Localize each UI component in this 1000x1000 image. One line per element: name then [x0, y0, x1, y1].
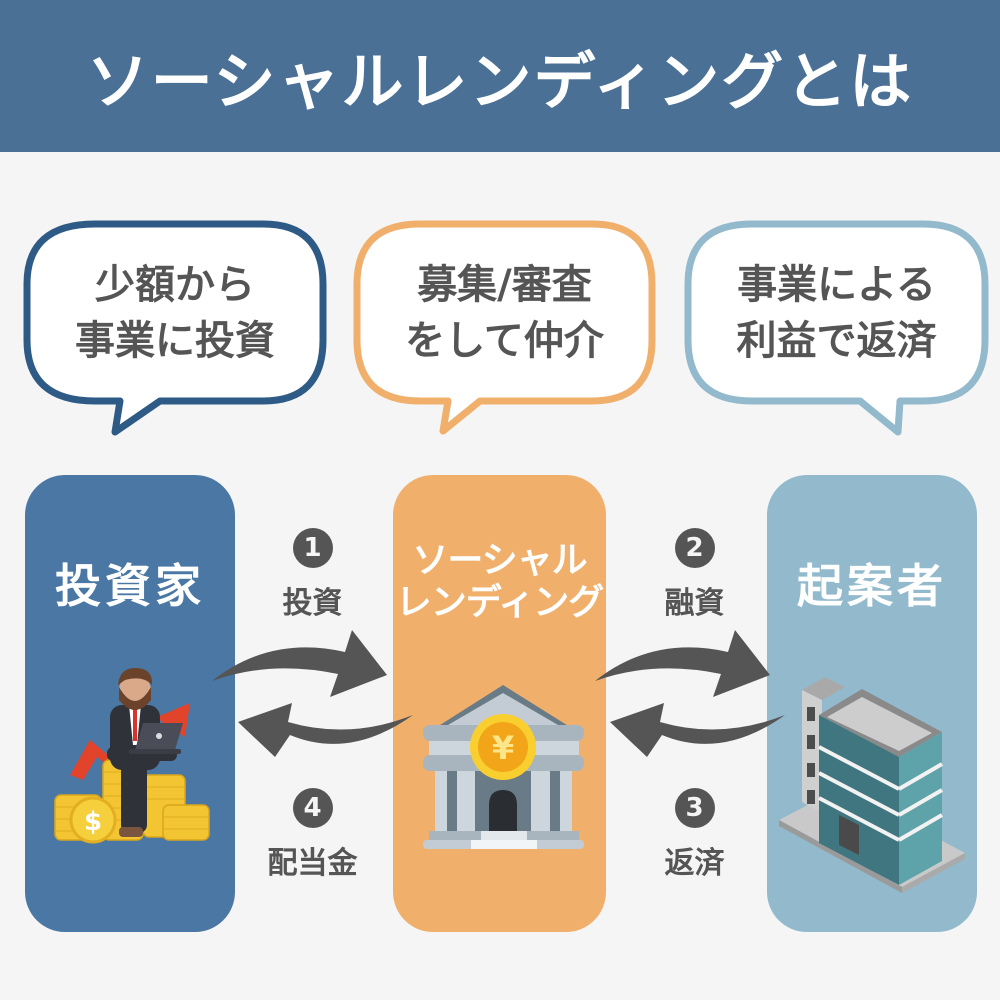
step-label: 融資 — [664, 586, 725, 621]
arrow-left-icon — [238, 703, 413, 757]
step-4-dividend: 4 配当金 — [250, 788, 375, 882]
bubble-line: 募集/審査 — [417, 262, 592, 308]
platform-title: ソーシャル レンディング — [393, 540, 606, 624]
bubble-line: 少額から — [95, 262, 255, 308]
platform-title-line: ソーシャル — [412, 540, 587, 581]
bubble-right-shape — [684, 220, 989, 436]
step-label: 配当金 — [267, 846, 358, 881]
speech-bubbles — [23, 220, 989, 436]
building-illustration-icon — [779, 677, 965, 893]
bank-illustration-icon: ¥ — [423, 685, 584, 849]
investor-card: 投資家 $ — [25, 475, 235, 932]
step-1-invest: 1 投資 — [250, 528, 375, 622]
page-title: ソーシャルレンディングとは — [86, 45, 914, 118]
bubble-line: 事業による — [737, 262, 936, 308]
step-number-badge: 2 — [674, 528, 715, 568]
step-3-repayment: 3 返済 — [632, 788, 757, 882]
bubble-center-text: 募集/審査 をして仲介 — [357, 228, 652, 398]
step-number-badge: 4 — [292, 788, 333, 828]
svg-text:¥: ¥ — [492, 729, 514, 767]
borrower-title: 起案者 — [797, 559, 947, 613]
header-banner: ソーシャルレンディングとは — [0, 0, 1000, 152]
investor-title: 投資家 — [55, 559, 205, 613]
bubble-line: をして仲介 — [405, 318, 604, 364]
arrow-right-icon — [595, 630, 770, 697]
step-number-badge: 3 — [674, 788, 715, 828]
arrow-left-icon — [610, 703, 785, 757]
platform-card: ソーシャル レンディング ¥ — [393, 475, 606, 932]
svg-text:$: $ — [84, 807, 102, 837]
bubble-left-shape — [23, 220, 327, 436]
investor-illustration-icon: $ — [54, 667, 210, 844]
arrow-right-icon — [212, 630, 387, 697]
borrower-card: 起案者 — [767, 475, 977, 932]
step-number-badge: 1 — [292, 528, 333, 568]
bubble-left-text: 少額から 事業に投資 — [27, 228, 323, 398]
bubble-right-text: 事業による 利益で返済 — [688, 228, 985, 398]
bubble-center-shape — [353, 220, 656, 435]
bubble-line: 事業に投資 — [75, 318, 275, 364]
step-2-financing: 2 融資 — [632, 528, 757, 622]
platform-title-line: レンディング — [395, 582, 604, 623]
step-label: 投資 — [282, 586, 343, 621]
step-label: 返済 — [664, 846, 725, 881]
bubble-line: 利益で返済 — [736, 318, 937, 364]
